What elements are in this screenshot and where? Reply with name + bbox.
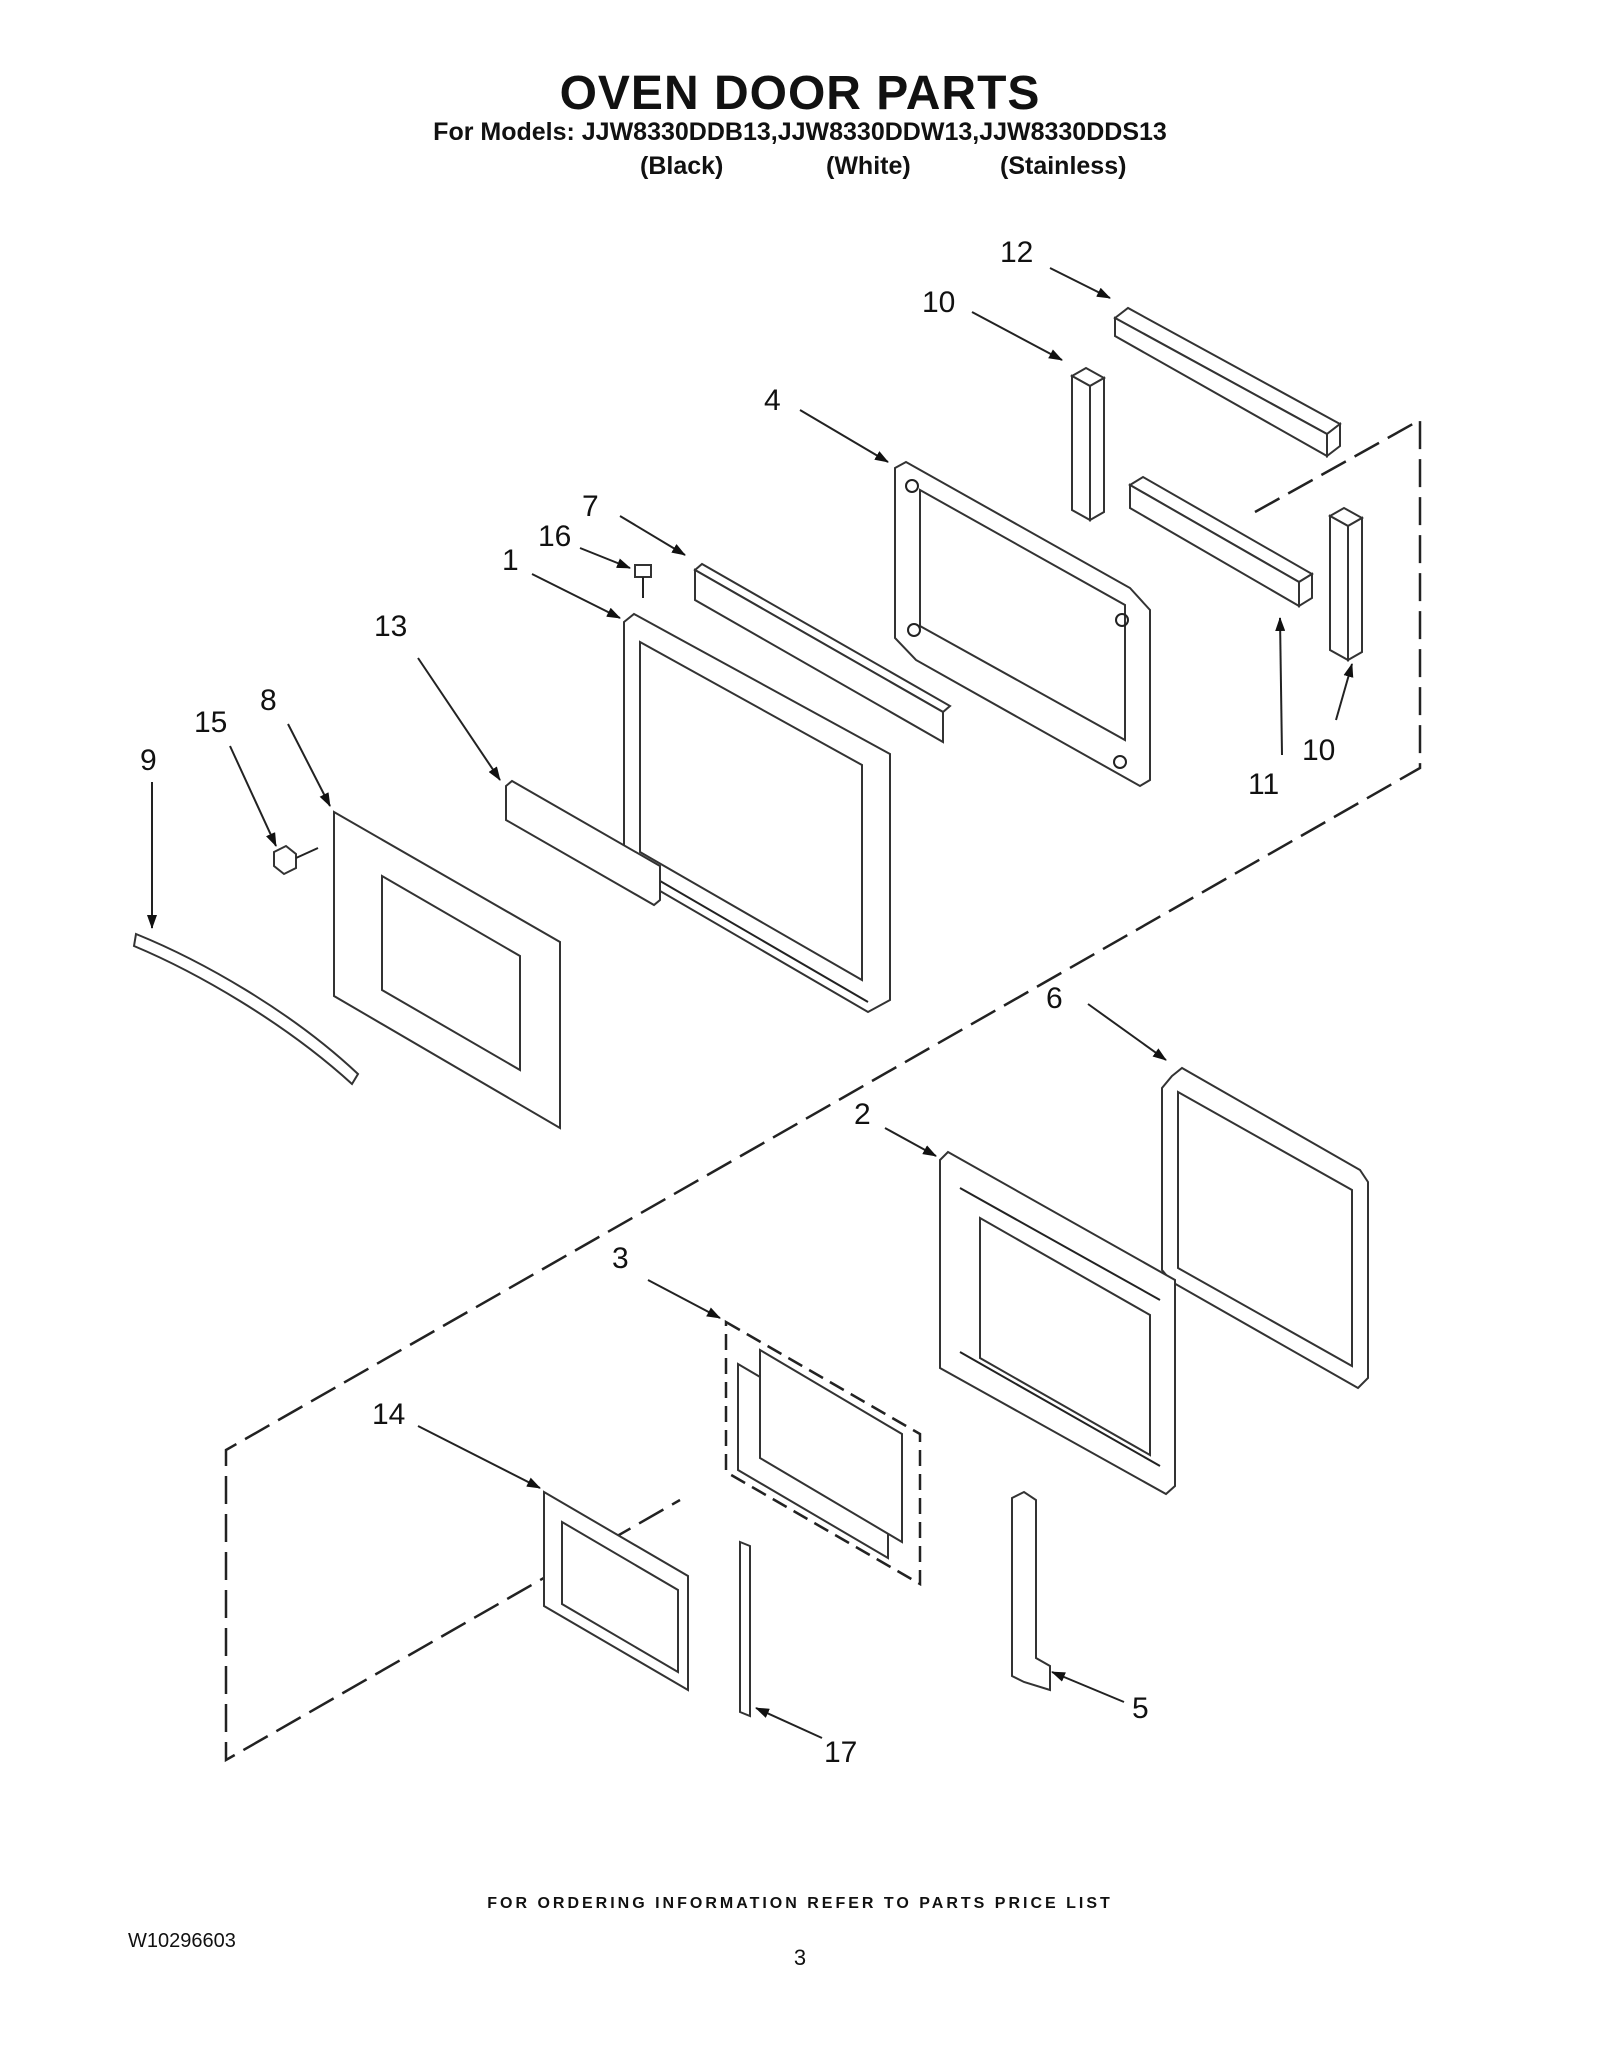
part-15-screw	[273, 844, 319, 876]
callout-6: 6	[1046, 982, 1063, 1015]
part-10-spacer-right	[1327, 506, 1365, 662]
callout-3: 3	[612, 1242, 629, 1275]
callout-9: 9	[140, 744, 157, 777]
part-14-inner-panel	[543, 1490, 689, 1692]
callout-16: 16	[538, 520, 571, 553]
part-13-bracket	[505, 779, 661, 907]
part-8-outer-door	[333, 810, 561, 1130]
callout-10-top: 10	[922, 286, 955, 319]
model-list: For Models: JJW8330DDB13,JJW8330DDW13,JJ…	[433, 118, 1167, 146]
part-11-trim-bar	[1128, 475, 1314, 608]
callout-8: 8	[260, 684, 277, 717]
part-17-side-strip	[739, 1540, 751, 1718]
callout-12: 12	[1000, 236, 1033, 269]
callout-7: 7	[582, 490, 599, 523]
variant-stainless: (Stainless)	[1000, 152, 1127, 180]
document-id: W10296603	[128, 1930, 236, 1952]
callout-4: 4	[764, 384, 781, 417]
callout-14: 14	[372, 1398, 405, 1431]
part-16-screw	[634, 564, 652, 598]
assembly-boundary	[224, 417, 1422, 1763]
part-10-spacer-top	[1069, 366, 1107, 522]
part-4-inner-door-panel	[894, 460, 1151, 788]
part-12-trim-bar	[1113, 306, 1342, 459]
part-7-vent-strip	[693, 562, 952, 744]
callout-11: 11	[1248, 768, 1279, 801]
callout-leaders	[147, 267, 1354, 1739]
part-3-glass-pack	[724, 1319, 922, 1587]
part-9-door-handle	[132, 932, 360, 1086]
page-number: 3	[793, 1945, 807, 1970]
variant-white: (White)	[826, 152, 911, 180]
callout-15: 15	[194, 706, 227, 739]
callout-10-right: 10	[1302, 734, 1335, 767]
callout-13: 13	[374, 610, 407, 643]
part-1-glass-frame	[623, 612, 891, 1014]
part-2-door-liner	[939, 1150, 1176, 1496]
part-5-hinge-bracket	[1011, 1490, 1051, 1692]
ordering-note: FOR ORDERING INFORMATION REFER TO PARTS …	[487, 1895, 1113, 1912]
part-6-door-gasket	[1161, 1066, 1369, 1390]
page-title: OVEN DOOR PARTS	[559, 67, 1041, 120]
callout-1: 1	[502, 544, 519, 577]
variant-black: (Black)	[640, 152, 724, 180]
callout-2: 2	[854, 1098, 871, 1131]
callout-17: 17	[824, 1736, 857, 1769]
callout-5: 5	[1132, 1692, 1149, 1725]
